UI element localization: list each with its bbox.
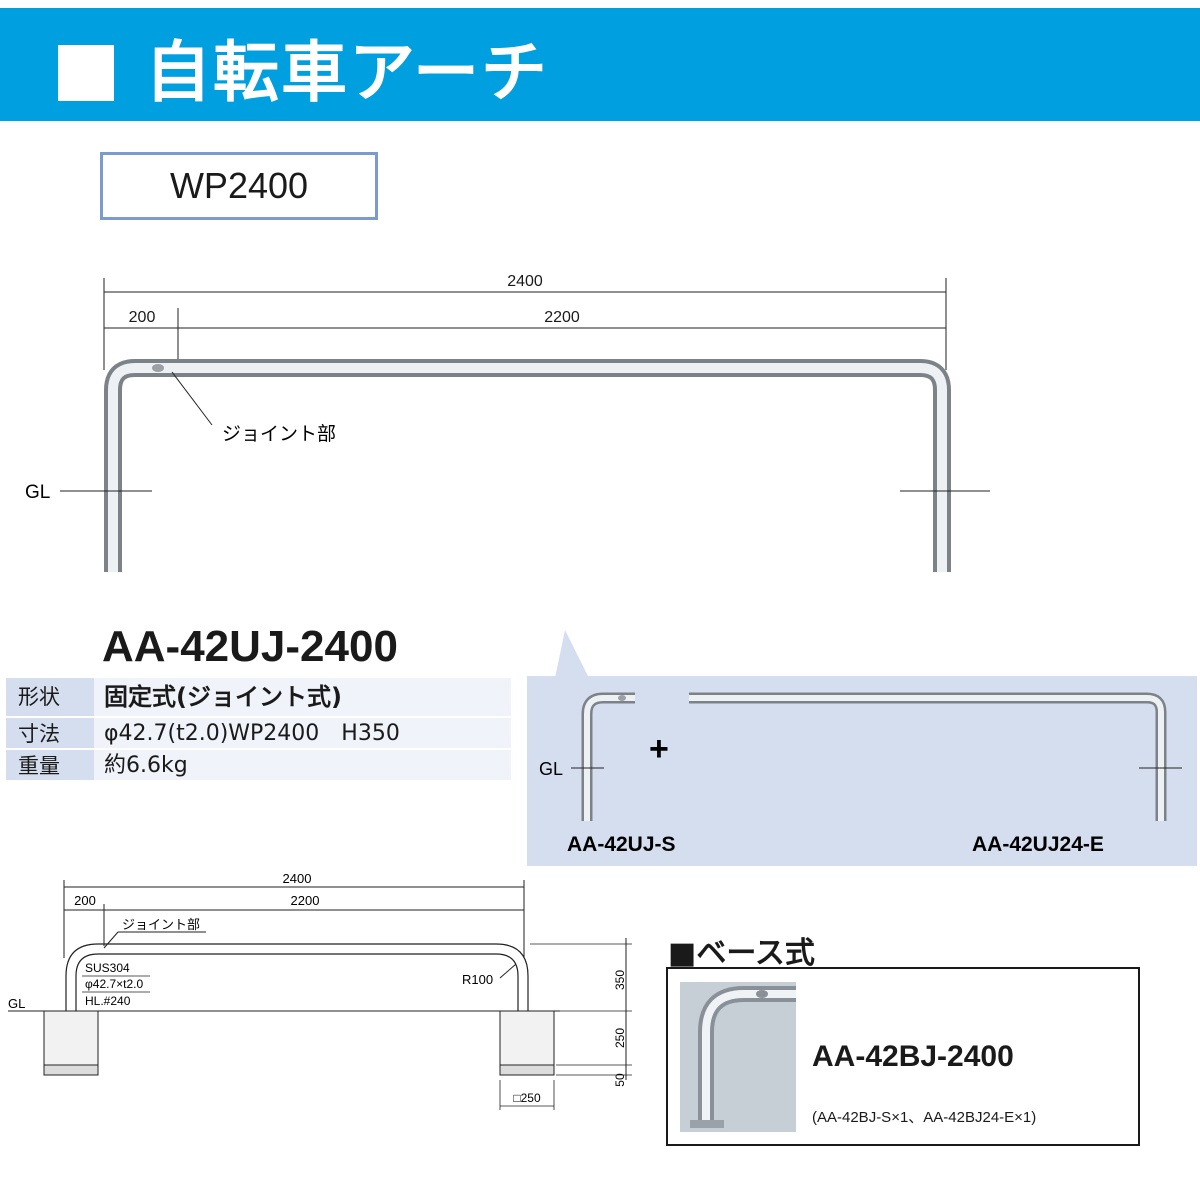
spec-row-size: 寸法 φ42.7(t2.0)WP2400 H350 <box>6 718 511 750</box>
part-s-label: AA-42UJ-S <box>567 833 676 856</box>
dim-height-250: 250 <box>613 1028 627 1048</box>
radius-label: R100 <box>462 972 493 987</box>
part-e-label: AA-42UJ24-E <box>972 833 1104 856</box>
part-e-pipe-outline <box>689 692 1167 821</box>
spec-row-weight: 重量 約6.6kg <box>6 750 511 782</box>
spec-value: φ42.7(t2.0)WP2400 H350 <box>94 718 511 748</box>
kit-gl-label: GL <box>539 759 563 779</box>
arch-pipe <box>108 363 947 572</box>
header-square-icon <box>58 45 114 101</box>
base-type-heading: ■ベース式 <box>668 936 815 971</box>
product-name: AA-42UJ-2400 <box>102 622 398 671</box>
detail-dim-total: 2400 <box>283 871 312 886</box>
model-code-box: WP2400 <box>100 152 378 220</box>
detail-joint-label: ジョイント部 <box>122 917 200 932</box>
material-label: SUS304 <box>85 961 130 975</box>
foundation-left <box>43 1010 99 1066</box>
base-model-note: (AA-42BJ-S×1、AA-42BJ24-E×1) <box>812 1109 1037 1126</box>
top-drawing: 2400 200 2200 ジョイント部 GL <box>25 273 990 572</box>
arch-pipe-outline <box>104 359 951 572</box>
finish-label: HL.#240 <box>85 994 131 1008</box>
base-product-image <box>690 986 796 1128</box>
spec-value: 固定式(ジョイント式) <box>94 678 511 716</box>
header-bar <box>0 8 1200 121</box>
joint-label: ジョイント部 <box>222 423 336 445</box>
spec-value: 約6.6kg <box>94 750 511 780</box>
spec-key: 形状 <box>6 678 94 716</box>
dim-height-350: 350 <box>613 970 627 990</box>
pipe-spec-label: φ42.7×t2.0 <box>85 977 143 991</box>
detail-dim-right: 2200 <box>291 893 320 908</box>
dim-base-width: □250 <box>513 1091 541 1105</box>
dim-left-label: 200 <box>129 309 156 326</box>
foundation-right <box>499 1010 555 1066</box>
plus-icon: + <box>649 730 669 768</box>
part-s-pipe-outline <box>581 692 635 821</box>
detail-drawing: 2400 200 2200 ジョイント部 SUS304 φ42.7×t2.0 H… <box>8 871 632 1110</box>
page-title: 自転車アーチ <box>145 34 550 111</box>
part-e-pipe <box>689 695 1164 821</box>
dim-total-label: 2400 <box>507 273 543 290</box>
dim-height-50: 50 <box>613 1073 627 1087</box>
detail-pipe-outer <box>65 943 529 1065</box>
detail-dim-left: 200 <box>74 893 96 908</box>
detail-pipe-inner <box>75 953 519 1065</box>
kit-drawing: GL + AA-42UJ-S AA-42UJ24-E <box>539 692 1182 856</box>
part-s-pipe <box>584 695 635 821</box>
spec-row-shape: 形状 固定式(ジョイント式) <box>6 678 511 718</box>
base-plate <box>690 1120 724 1128</box>
joint-bolt-icon <box>618 695 626 701</box>
kit-panel <box>527 676 1197 866</box>
dim-right-label: 2200 <box>544 309 580 326</box>
spec-key: 重量 <box>6 750 94 780</box>
spec-key: 寸法 <box>6 718 94 748</box>
gl-label: GL <box>25 482 50 503</box>
spec-table: 形状 固定式(ジョイント式) 寸法 φ42.7(t2.0)WP2400 H350… <box>6 678 511 782</box>
joint-bolt-icon <box>756 990 768 998</box>
base-model-name: AA-42BJ-2400 <box>812 1040 1014 1073</box>
detail-gl-label: GL <box>8 996 25 1011</box>
joint-bolt-icon <box>152 364 164 372</box>
kit-pointer <box>555 630 589 678</box>
